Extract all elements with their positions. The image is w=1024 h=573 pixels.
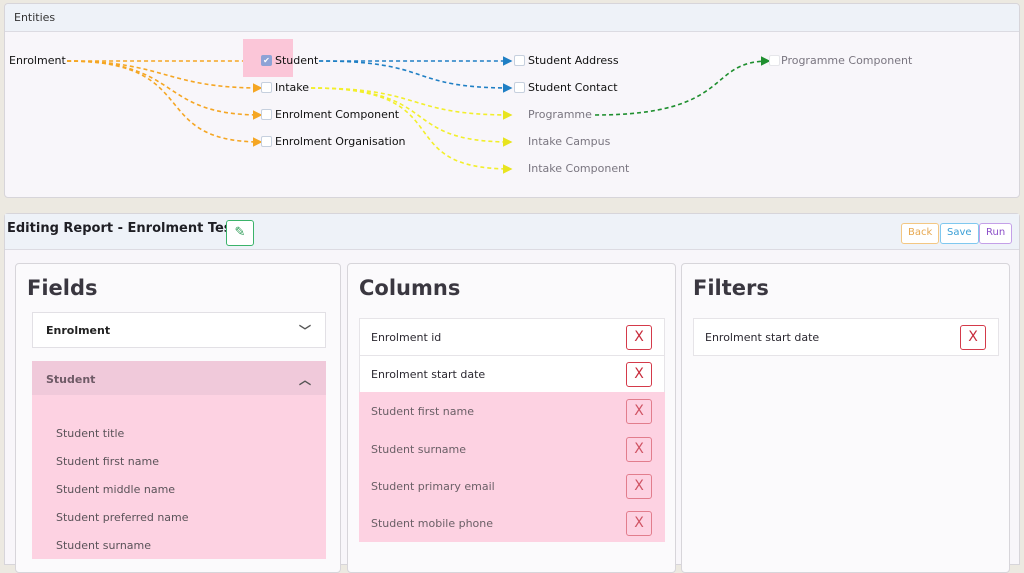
field-item[interactable]: Student surname: [56, 539, 152, 552]
columns-column: Columns Enrolment id X Enrolment start d…: [347, 263, 676, 573]
field-item[interactable]: Student first name: [56, 455, 159, 468]
remove-column-button[interactable]: X: [626, 325, 652, 350]
remove-column-button[interactable]: X: [626, 511, 652, 536]
chevron-down-icon: ﹀: [298, 324, 311, 338]
checkbox-intake[interactable]: [261, 82, 272, 93]
remove-filter-button[interactable]: X: [960, 325, 986, 350]
edge-enrolment-intake: [66, 60, 263, 93]
entity-node-intake-component[interactable]: Intake Component: [528, 162, 630, 175]
entity-node-student[interactable]: Student: [275, 54, 319, 67]
run-button[interactable]: Run: [979, 223, 1013, 244]
accordion-label: Enrolment: [46, 324, 111, 337]
remove-column-button[interactable]: X: [626, 437, 652, 462]
save-button[interactable]: Save: [940, 223, 979, 244]
edge-programme-component: [594, 56, 771, 116]
checkbox-student[interactable]: ✔: [261, 55, 272, 66]
report-header: Editing Report - Enrolment Test ✎ Back S…: [5, 214, 1019, 250]
column-row[interactable]: Student surname X: [359, 430, 665, 468]
column-label: Student primary email: [371, 480, 495, 493]
field-item[interactable]: Student title: [56, 427, 125, 440]
column-row[interactable]: Student first name X: [359, 392, 665, 430]
column-row[interactable]: Student primary email X: [359, 467, 665, 505]
report-panel: Editing Report - Enrolment Test ✎ Back S…: [4, 213, 1020, 573]
filters-column: Filters Enrolment start date X: [681, 263, 1010, 573]
entity-node-programme[interactable]: Programme: [528, 108, 592, 121]
back-button[interactable]: Back: [901, 223, 940, 244]
filter-row[interactable]: Enrolment start date X: [693, 318, 999, 356]
entity-node-student-address[interactable]: Student Address: [528, 54, 619, 67]
checkbox-student-contact[interactable]: [514, 82, 525, 93]
checkbox-programme-component[interactable]: [769, 55, 780, 66]
page-title: Editing Report - Enrolment Test: [7, 221, 238, 236]
column-label: Student surname: [371, 443, 467, 456]
column-label: Student first name: [371, 405, 474, 418]
entity-node-intake[interactable]: Intake: [275, 81, 310, 94]
column-label: Enrolment start date: [371, 368, 486, 381]
entity-node-enrolment[interactable]: Enrolment: [9, 54, 66, 67]
entity-graph-edges: [66, 56, 771, 174]
checkbox-student-address[interactable]: [514, 55, 525, 66]
pencil-icon: ✎: [234, 225, 246, 240]
column-label: Student mobile phone: [371, 517, 494, 530]
entity-node-enrolment-component[interactable]: Enrolment Component: [275, 108, 400, 121]
accordion-enrolment[interactable]: Enrolment ﹀: [32, 312, 326, 348]
column-row[interactable]: Enrolment id X: [359, 318, 665, 356]
edge-intake-component: [310, 87, 513, 174]
remove-column-button[interactable]: X: [626, 399, 652, 424]
chevron-up-icon: ︿: [298, 373, 311, 387]
entity-node-programme-component[interactable]: Programme Component: [781, 54, 913, 67]
edit-title-button[interactable]: ✎: [226, 220, 254, 246]
entities-header: Entities: [5, 4, 1019, 32]
entities-panel: Entities Enrolment ✔ Student I: [4, 3, 1020, 198]
edge-enrolment-organisation: [66, 60, 263, 147]
checkbox-enrolment-organisation[interactable]: [261, 136, 272, 147]
column-row[interactable]: Student mobile phone X: [359, 504, 665, 542]
field-item[interactable]: Student middle name: [56, 483, 176, 496]
filters-heading: Filters: [693, 276, 769, 300]
fields-heading: Fields: [27, 276, 98, 300]
edge-student-contact: [318, 60, 513, 93]
accordion-label: Student: [46, 373, 96, 386]
columns-heading: Columns: [359, 276, 461, 300]
student-fields-list: Student title Student first name Student…: [32, 395, 326, 559]
remove-column-button[interactable]: X: [626, 362, 652, 387]
fields-column: Fields Enrolment ﹀ Student ︿ Student tit…: [15, 263, 341, 573]
entity-node-student-contact[interactable]: Student Contact: [528, 81, 618, 94]
entity-node-enrolment-organisation[interactable]: Enrolment Organisation: [275, 135, 406, 148]
column-row[interactable]: Enrolment start date X: [359, 355, 665, 393]
field-item[interactable]: Student preferred name: [56, 511, 189, 524]
column-label: Enrolment id: [371, 331, 442, 344]
filter-label: Enrolment start date: [705, 331, 820, 344]
remove-column-button[interactable]: X: [626, 474, 652, 499]
entity-node-intake-campus[interactable]: Intake Campus: [528, 135, 611, 148]
checkbox-enrolment-component[interactable]: [261, 109, 272, 120]
accordion-student[interactable]: Student ︿: [32, 361, 326, 395]
edge-enrolment-component: [66, 60, 263, 120]
